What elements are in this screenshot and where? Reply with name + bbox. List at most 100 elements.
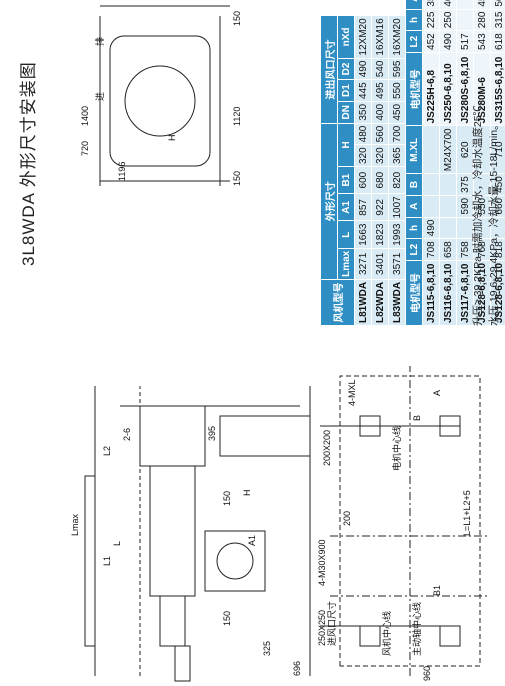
motor-value-cell: 356 [422, 0, 440, 10]
fan-model-cell: L82WDA [371, 279, 389, 326]
motor-header-cell: 电机型号 [405, 260, 423, 326]
dim-150d: 150 [232, 11, 242, 26]
fan-value-cell: 16XM16 [371, 15, 389, 59]
th-lmax: Lmax [337, 248, 355, 280]
motor-value-cell: 490 [422, 217, 440, 239]
dim-h2: H [167, 135, 177, 142]
fan-value-cell: 450 [388, 101, 406, 124]
motor-value-cell: 508 [490, 0, 505, 10]
fan-value-cell: 3401 [371, 248, 389, 280]
fan-value-cell: 595 [388, 58, 406, 80]
motor-value-cell [439, 195, 457, 218]
fan-value-cell: 12XM20 [354, 15, 372, 59]
fan-value-cell: 320 [354, 144, 372, 167]
th-dn: DN [337, 101, 355, 124]
motor-model-cell: JS250-6,8,10 [439, 52, 457, 126]
dim-720: 720 [80, 141, 90, 156]
note-line-1: 升压≥ 39.2KPa 时需加冷却水，冷却水温度25℃, [472, 102, 484, 326]
motor-model-cell: JS116-6,8,10 [439, 260, 457, 326]
motor-header-cell: L2 [405, 30, 423, 53]
fan-value-cell: 3571 [388, 248, 406, 280]
fan-rotor [216, 542, 254, 580]
motor-value-cell: 708 [422, 238, 440, 261]
motor-header-cell: A [405, 0, 423, 10]
fan-value-cell: 700 [388, 123, 406, 145]
motor-value-cell: 490 [439, 30, 457, 53]
motor-end [139, 405, 206, 467]
motor-header-cell: h [405, 217, 423, 239]
dim-696: 696 [292, 661, 302, 676]
dim-150b: 150 [222, 491, 232, 506]
motor-value-cell [456, 9, 474, 31]
th-l: L [337, 221, 355, 249]
fan-value-cell: 320 [371, 144, 389, 167]
motor-body [149, 465, 196, 597]
dim-a1: A1 [247, 535, 257, 546]
flange-outlet: 200X200 [322, 430, 332, 466]
fan-centerline-label: 风机中心线 [381, 611, 392, 656]
motor-centerline-label: 电机中心线 [391, 426, 402, 471]
fan-casing [204, 530, 266, 592]
fan-value-cell: 365 [388, 144, 406, 167]
motor-model-cell: JS225H-6,8 [422, 52, 440, 126]
fan-table-model-header: 风机型号 [320, 279, 355, 326]
inlet-label: 进 [95, 92, 105, 101]
end-view-rotor [124, 65, 196, 137]
th-d1: D1 [337, 79, 355, 102]
note-line-2: 水压 19.6-29.4KPa，冷却水量 15-18L/min。 [488, 119, 500, 326]
dim-1120: 1120 [232, 107, 242, 126]
motor-table-row: JS115-6,8,10708490JS225H-6,8452225356311… [422, 0, 440, 326]
dim-l1: L1 [102, 556, 112, 566]
motor-header-cell: B [405, 173, 423, 196]
motor-value-cell: 225 [422, 9, 440, 31]
fan-table-port-group: 进出风口尺寸 [320, 15, 338, 124]
dim-b1: B1 [432, 585, 442, 596]
coupling [159, 595, 186, 647]
fan-value-cell: 1993 [388, 221, 406, 249]
fan-value-cell: 922 [371, 193, 389, 221]
fan-value-cell: 560 [371, 123, 389, 145]
base-left [174, 645, 191, 682]
motor-header-cell: h [405, 9, 423, 31]
bolt-note: 4-M30X900 [317, 539, 327, 586]
anchor-hole [439, 415, 461, 437]
fan-value-cell: 3271 [354, 248, 372, 280]
dim-150a: 150 [222, 611, 232, 626]
dim-h: H [242, 490, 252, 497]
th-h: H [337, 123, 355, 167]
dim-200: 200 [342, 511, 352, 526]
fan-body-front [219, 415, 311, 457]
motor-header-cell: L2 [405, 238, 423, 261]
fan-table-group-row: 风机型号 外形尺寸 进出风口尺寸 [320, 15, 355, 326]
motor-value-cell: 315 [490, 9, 505, 31]
fan-value-cell: 1823 [371, 221, 389, 249]
motor-value-cell [422, 125, 440, 174]
anchor-hole [359, 415, 381, 437]
flange-inlet: 250X250 [317, 610, 327, 646]
dim-2-6: 2-6 [122, 428, 132, 441]
dim-l: L [112, 541, 122, 546]
fan-value-cell: 550 [388, 79, 406, 102]
end-view-casing [109, 35, 211, 167]
motor-value-cell: 658 [439, 238, 457, 261]
motor-value-cell: 618 [490, 30, 505, 53]
outlet-label: 排 [94, 37, 105, 46]
motor-value-cell [439, 217, 457, 239]
motor-header-cell: 电机型号 [405, 52, 423, 126]
th-a1: A1 [337, 193, 355, 221]
base-rail [84, 475, 96, 647]
motor-value-cell [422, 173, 440, 196]
fan-value-cell: 820 [388, 166, 406, 194]
fan-value-cell: 857 [354, 193, 372, 221]
fan-table-header-row: Lmax L A1 B1 H DN D1 D2 nXd [337, 15, 355, 326]
dim-1400: 1400 [80, 106, 90, 126]
anchor-hole [439, 625, 461, 647]
fan-value-cell: 350 [354, 101, 372, 124]
dim-960: 960 [422, 666, 432, 681]
motor-value-cell: 452 [422, 30, 440, 53]
